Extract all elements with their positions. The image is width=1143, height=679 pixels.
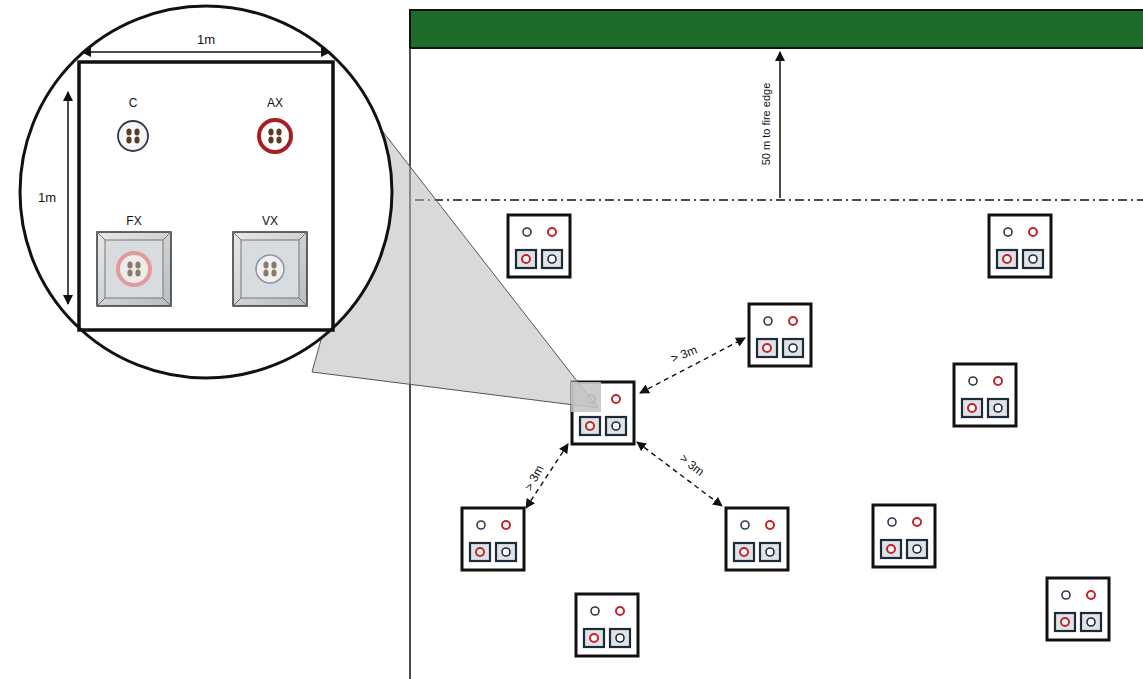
seed xyxy=(276,128,281,135)
ash-ring xyxy=(118,253,150,285)
treatment-label: FX xyxy=(114,214,154,228)
seed xyxy=(263,269,268,276)
spacing-label: > 3m xyxy=(521,461,548,495)
seed xyxy=(135,269,140,276)
exclosure-box xyxy=(233,232,307,306)
seed xyxy=(134,128,139,135)
small-plot xyxy=(462,508,524,570)
plot-square xyxy=(79,62,333,330)
magnifier xyxy=(20,6,392,378)
distance-arrow xyxy=(779,52,781,198)
small-plot xyxy=(749,304,811,366)
small-plot xyxy=(873,505,935,567)
dimension-arrow xyxy=(67,92,69,304)
treatment: VX xyxy=(250,214,290,308)
seed xyxy=(127,269,132,276)
spacing-label: > 3m xyxy=(667,342,701,367)
control-seed-plot xyxy=(118,121,148,151)
small-plot xyxy=(989,215,1051,277)
small-plot xyxy=(726,508,788,570)
plot-group xyxy=(462,215,1109,656)
dash-dot-line xyxy=(415,199,1143,200)
seed xyxy=(276,136,281,143)
seed xyxy=(263,261,268,268)
seed xyxy=(126,128,131,135)
small-plot xyxy=(954,364,1016,426)
treatment-label: C xyxy=(113,96,153,110)
control-ring xyxy=(256,255,284,283)
exclosure-inner xyxy=(105,240,163,298)
exclosure-inner xyxy=(241,240,299,298)
treatment-label: AX xyxy=(255,96,295,110)
dimension-label: 1m xyxy=(36,191,58,205)
seed xyxy=(127,261,132,268)
seed xyxy=(271,261,276,268)
treatment-label: VX xyxy=(250,214,290,228)
dimension-label: 1m xyxy=(195,33,217,47)
seed xyxy=(126,136,131,143)
seed xyxy=(271,269,276,276)
seed xyxy=(268,128,273,135)
ash-ring xyxy=(259,120,291,152)
forest-band xyxy=(410,10,1143,48)
exclosure-box xyxy=(97,232,171,306)
small-plot xyxy=(508,215,570,277)
distance-label: 50 m to fire edge xyxy=(759,81,773,168)
magnifier-circle xyxy=(20,6,392,378)
seed-group xyxy=(126,128,281,276)
treatment: AX xyxy=(255,96,295,154)
seed xyxy=(135,261,140,268)
seed xyxy=(134,136,139,143)
treatment: C xyxy=(113,96,153,154)
zoom-patch xyxy=(571,382,601,412)
seed xyxy=(268,136,273,143)
small-plot xyxy=(1047,578,1109,640)
dimension-arrow xyxy=(82,51,330,53)
zoom-patch xyxy=(571,382,601,412)
spacing-arrow xyxy=(640,338,745,393)
treatment: FX xyxy=(114,214,154,308)
small-plot xyxy=(576,594,638,656)
spacing-arrow xyxy=(637,442,722,506)
small-plot xyxy=(572,382,634,444)
